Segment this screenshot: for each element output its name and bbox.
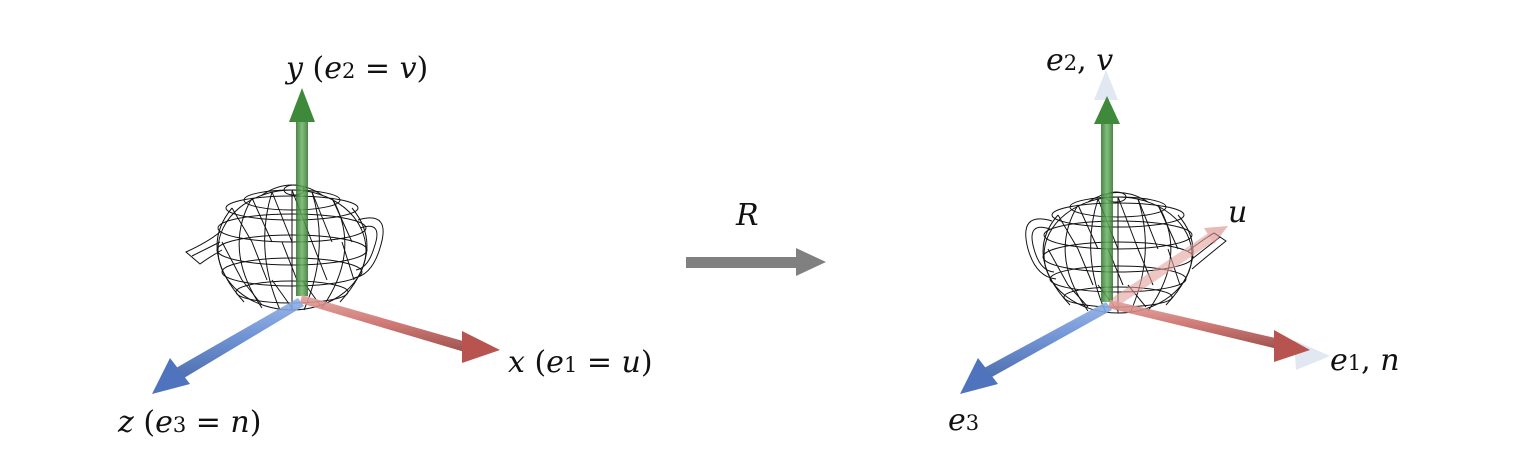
left-y-label: y (e2 = v) <box>284 51 428 86</box>
left-z-axis <box>152 298 304 394</box>
rotation-arrow <box>686 248 826 276</box>
right-u-label: u <box>1228 195 1247 230</box>
rotation-label: R <box>735 198 759 233</box>
right-e2-axis <box>1094 96 1120 302</box>
left-frame: y (e2 = v) x (e1 = u) z (e3 = n) <box>117 51 653 440</box>
right-e1-label: e1, n <box>1330 343 1400 378</box>
left-z-label: z (e3 = n) <box>117 405 261 440</box>
right-e2-label: e2, v <box>1046 43 1113 78</box>
right-e1-axis <box>1108 300 1310 362</box>
right-e3-axis <box>960 302 1112 394</box>
left-x-label: x (e1 = u) <box>508 345 653 380</box>
right-frame: e2, v u e1, n e3 <box>948 43 1400 438</box>
right-e3-label: e3 <box>948 403 979 438</box>
left-y-axis <box>289 88 315 296</box>
right-u-axis <box>1112 226 1228 306</box>
left-x-axis <box>300 295 500 363</box>
teapot-left <box>185 184 384 311</box>
